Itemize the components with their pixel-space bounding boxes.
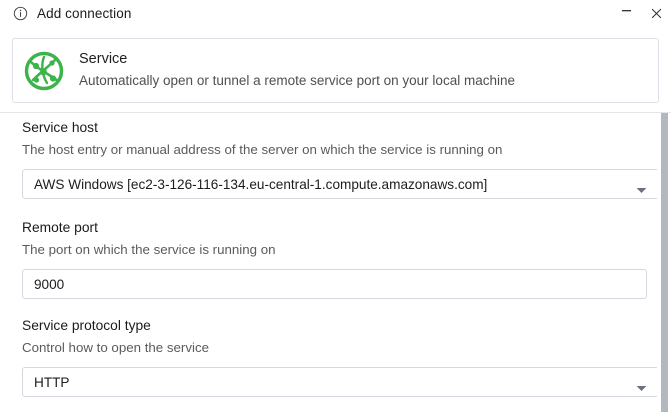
chevron-down-icon[interactable] <box>636 379 647 391</box>
connection-form: Service host The host entry or manual ad… <box>0 113 671 412</box>
service-summary-card: Service Automatically open or tunnel a r… <box>12 38 659 103</box>
service-host-dropdown[interactable]: AWS Windows [ec2-3-126-116-134.eu-centra… <box>22 169 659 199</box>
remote-port-input[interactable]: 9000 <box>22 269 647 299</box>
form-scrollbar-thumb[interactable] <box>661 113 668 412</box>
field-service-host: Service host The host entry or manual ad… <box>22 119 502 159</box>
service-host-value: AWS Windows [ec2-3-126-116-134.eu-centra… <box>34 176 488 192</box>
service-summary-text: Service Automatically open or tunnel a r… <box>79 50 515 90</box>
form-scrollbar[interactable] <box>657 113 671 412</box>
window-titlebar: Add connection <box>0 0 671 26</box>
service-protocol-value: HTTP <box>34 374 70 390</box>
close-button[interactable] <box>641 0 671 26</box>
service-protocol-hint: Control how to open the service <box>22 339 210 355</box>
minimize-button[interactable] <box>611 0 641 29</box>
service-description: Automatically open or tunnel a remote se… <box>79 73 515 88</box>
service-protocol-dropdown[interactable]: HTTP <box>22 367 659 397</box>
remote-port-hint: The port on which the service is running… <box>22 241 276 257</box>
service-network-globe-icon <box>22 49 66 93</box>
field-service-protocol-type: Service protocol type Control how to ope… <box>22 317 209 357</box>
remote-port-label: Remote port <box>22 220 98 235</box>
field-remote-port: Remote port The port on which the servic… <box>22 219 276 259</box>
section-divider <box>0 112 671 113</box>
info-circle-icon <box>13 6 28 21</box>
window-title: Add connection <box>37 5 132 21</box>
service-host-label: Service host <box>22 120 98 135</box>
service-protocol-label: Service protocol type <box>22 318 151 333</box>
chevron-down-icon[interactable] <box>636 181 647 193</box>
remote-port-value: 9000 <box>34 276 65 292</box>
service-host-hint: The host entry or manual address of the … <box>22 141 503 157</box>
service-title: Service <box>79 51 128 68</box>
